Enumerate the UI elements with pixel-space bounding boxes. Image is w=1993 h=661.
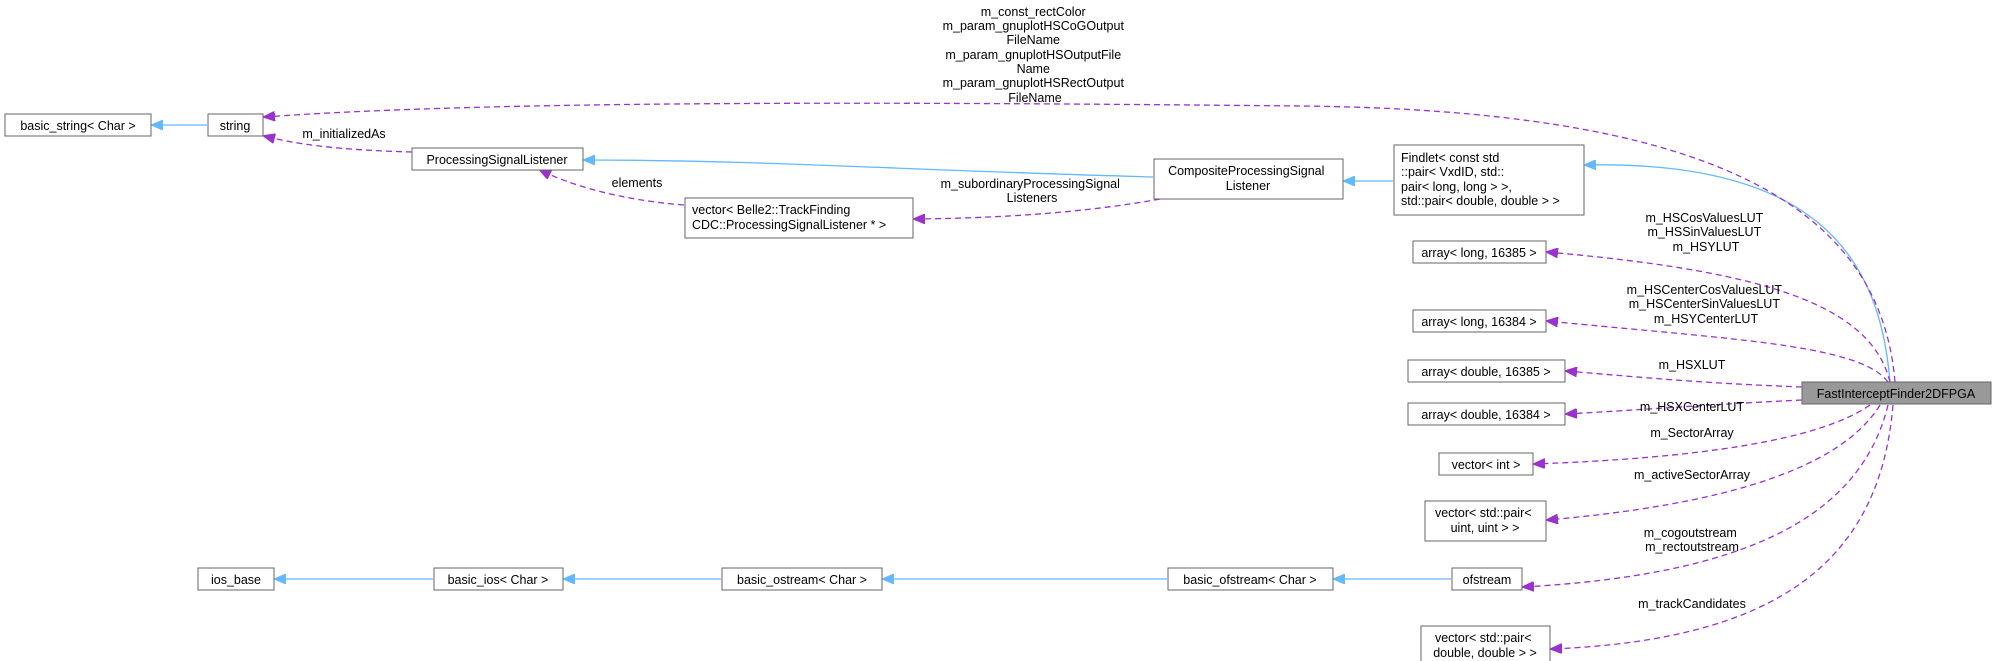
svg-text:array< double, 16384 >: array< double, 16384 > xyxy=(1421,408,1550,422)
edge-label-vector-pair-double-members: m_trackCandidates xyxy=(1638,597,1746,611)
edge-main-uses-string xyxy=(264,102,1896,383)
edge-main-uses-array-long-16384 xyxy=(1547,321,1889,383)
svg-text:basic_ios< Char >: basic_ios< Char > xyxy=(448,573,549,587)
svg-text:vector< std::pair< doubl: vector< std::pair< double, double > > xyxy=(1433,631,1537,660)
node-ios-base[interactable]: ios_base xyxy=(197,567,275,591)
node-processing-signal-listener[interactable]: ProcessingSignalListener xyxy=(411,147,584,171)
svg-text:ofstream: ofstream xyxy=(1463,573,1512,587)
edge-label-ofstream-members: m_cogoutstream m_rectoutstream xyxy=(1644,526,1741,554)
edge-vector-listener-uses-processing-listener xyxy=(540,170,685,206)
edge-main-uses-vector-pair-double xyxy=(1551,404,1894,649)
node-basic-ios[interactable]: basic_ios< Char > xyxy=(433,567,564,591)
edge-main-uses-array-long-16385 xyxy=(1547,252,1891,383)
svg-text:vector< int >: vector< int > xyxy=(1452,458,1521,472)
svg-text:Findlet< const std ::pai: Findlet< const std ::pair< VxdID, std:: … xyxy=(1401,151,1560,208)
edge-main-uses-vector-int xyxy=(1534,404,1871,464)
node-vector-listener-ptr[interactable]: vector< Belle2::TrackFinding CDC::Proces… xyxy=(684,197,914,239)
edge-label-subordinary-listeners: m_subordinaryProcessingSignal Listeners xyxy=(941,177,1124,205)
edge-label-vector-int-members: m_SectorArray xyxy=(1650,426,1734,440)
edge-main-uses-array-double-16385 xyxy=(1566,371,1803,388)
svg-text:basic_ostream< Char >: basic_ostream< Char > xyxy=(737,573,867,587)
svg-text:FastInterceptFinder2DFPGA: FastInterceptFinder2DFPGA xyxy=(1817,387,1976,401)
svg-text:CompositeProcessingSignal: CompositeProcessingSignal Listener xyxy=(1168,164,1328,193)
node-string[interactable]: string xyxy=(207,113,264,137)
svg-text:basic_string< Char >: basic_string< Char > xyxy=(20,119,135,133)
node-vector-int[interactable]: vector< int > xyxy=(1438,452,1534,476)
node-ofstream[interactable]: ofstream xyxy=(1451,567,1523,591)
svg-text:array< long, 16385 >: array< long, 16385 > xyxy=(1421,246,1536,260)
edge-main-uses-vector-pair-uint xyxy=(1547,404,1881,520)
svg-text:ios_base: ios_base xyxy=(211,573,261,587)
node-findlet[interactable]: Findlet< const std ::pair< VxdID, std:: … xyxy=(1393,144,1585,216)
svg-text:basic_ofstream< Char >: basic_ofstream< Char > xyxy=(1183,573,1316,587)
node-array-double-16384[interactable]: array< double, 16384 > xyxy=(1407,402,1566,426)
node-array-double-16385[interactable]: array< double, 16385 > xyxy=(1407,359,1566,383)
edge-label-array-double-16384-members: m_HSXCenterLUT xyxy=(1640,400,1745,414)
edge-label-initialized-as: m_initializedAs xyxy=(302,127,385,141)
node-composite-processing-signal-listener[interactable]: CompositeProcessingSignal Listener xyxy=(1153,158,1344,200)
edge-composite-inherits-processing-listener xyxy=(584,160,1154,178)
svg-text:array< long, 16384 >: array< long, 16384 > xyxy=(1421,315,1536,329)
node-vector-pair-double[interactable]: vector< std::pair< double, double > > xyxy=(1420,625,1551,661)
edge-processing-listener-uses-string xyxy=(264,136,413,153)
node-array-long-16384[interactable]: array< long, 16384 > xyxy=(1412,309,1547,333)
node-basic-string[interactable]: basic_string< Char > xyxy=(4,113,152,137)
edge-main-uses-ofstream xyxy=(1523,404,1889,587)
svg-text:vector< Belle2::TrackFinding: vector< Belle2::TrackFinding CDC::Proces… xyxy=(692,203,886,232)
svg-text:ProcessingSignalListener: ProcessingSignalListener xyxy=(426,153,567,167)
edge-label-string-members: m_const_rectColor m_param_gnuplotHSCoGOu… xyxy=(943,5,1128,105)
svg-text:string: string xyxy=(220,119,251,133)
edge-label-elements: elements xyxy=(612,176,663,190)
node-vector-pair-uint[interactable]: vector< std::pair< uint, uint > > xyxy=(1424,500,1547,542)
node-array-long-16385[interactable]: array< long, 16385 > xyxy=(1412,240,1547,264)
edge-label-array-double-16385-members: m_HSXLUT xyxy=(1659,358,1726,372)
node-basic-ofstream[interactable]: basic_ofstream< Char > xyxy=(1167,567,1334,591)
node-fast-intercept-finder[interactable]: FastInterceptFinder2DFPGA xyxy=(1801,381,1992,405)
edge-composite-uses-vector-listener xyxy=(914,198,1161,219)
svg-text:vector< std::pair< uint,: vector< std::pair< uint, uint > > xyxy=(1435,506,1535,535)
edge-label-array-long-16384-members: m_HSCenterCosValuesLUT m_HSCenterSinValu… xyxy=(1627,283,1786,326)
edge-label-array-long-16385-members: m_HSCosValuesLUT m_HSSinValuesLUT m_HSYL… xyxy=(1645,211,1766,254)
node-basic-ostream[interactable]: basic_ostream< Char > xyxy=(721,567,883,591)
svg-text:array< double, 16385 >: array< double, 16385 > xyxy=(1421,365,1550,379)
edge-label-vector-pair-uint-members: m_activeSectorArray xyxy=(1634,468,1751,482)
edge-main-inherits-findlet xyxy=(1585,165,1891,383)
